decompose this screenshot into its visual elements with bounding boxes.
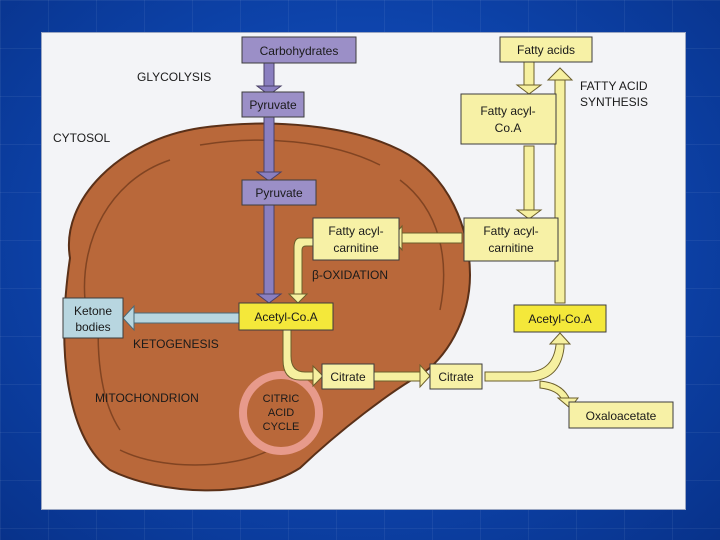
fatty-acid-synthesis-label-1: FATTY ACID <box>580 79 648 93</box>
fatty-acyl-coa-label-1: Fatty acyl- <box>480 104 535 118</box>
acetyl-coa-mito-box <box>238 302 334 331</box>
fatty-acyl-carnitine-cytosol-label-1: Fatty acyl- <box>483 224 538 238</box>
beta-oxidation-label: β-OXIDATION <box>312 268 388 282</box>
pyruvate-mito-box <box>241 179 317 206</box>
fatty-acyl-carnitine-mito-label-1: Fatty acyl- <box>328 224 383 238</box>
citric-acid-cycle-ring <box>239 371 323 455</box>
citrate-mito-label: Citrate <box>330 370 366 384</box>
citric-acid-cycle-center <box>248 380 314 446</box>
carbohydrates-label: Carbohydrates <box>260 44 339 58</box>
mitochondrion-label: MITOCHONDRION <box>95 391 199 405</box>
fatty-acyl-coa-box <box>460 93 557 145</box>
oxaloacetate-box <box>568 401 674 429</box>
ketone-bodies-label-1: Ketone <box>74 304 112 318</box>
fatty-acyl-carnitine-cytosol-box <box>463 217 559 262</box>
fatty-acyl-coa-label-2: Co.A <box>495 121 522 135</box>
fatty-acyl-carnitine-mito-box <box>312 217 400 261</box>
acetyl-coa-cytosol-box <box>513 304 607 333</box>
cytosol-label: CYTOSOL <box>53 131 110 145</box>
pyruvate-cytosol-box <box>241 91 305 118</box>
ketogenesis-label: KETOGENESIS <box>133 337 219 351</box>
acetyl-coa-cytosol-label: Acetyl-Co.A <box>528 312 591 326</box>
fatty-acids-box <box>499 36 593 63</box>
glycolysis-label: GLYCOLYSIS <box>137 70 211 84</box>
citric-cycle-label-1: CITRIC <box>263 393 300 405</box>
citrate-cytosol-box <box>429 363 483 390</box>
fatty-acids-label: Fatty acids <box>517 43 575 57</box>
ketone-bodies-label-2: bodies <box>75 320 110 334</box>
pyruvate-mito-label: Pyruvate <box>255 186 303 200</box>
fatty-acyl-carnitine-cytosol-label-2: carnitine <box>488 241 534 255</box>
fatty-acyl-carnitine-mito-label-2: carnitine <box>333 241 379 255</box>
fatty-acid-synthesis-label-2: SYNTHESIS <box>580 95 648 109</box>
citrate-mito-box <box>321 363 375 390</box>
oxaloacetate-label: Oxaloacetate <box>586 409 657 423</box>
pyruvate-cytosol-label: Pyruvate <box>249 98 297 112</box>
acetyl-coa-mito-label: Acetyl-Co.A <box>254 310 317 324</box>
citrate-cytosol-label: Citrate <box>438 370 474 384</box>
citric-cycle-label-3: CYCLE <box>263 421 300 433</box>
ketone-bodies-box <box>62 297 124 339</box>
citric-cycle-label-2: ACID <box>268 407 294 419</box>
carbohydrates-box <box>241 36 357 64</box>
